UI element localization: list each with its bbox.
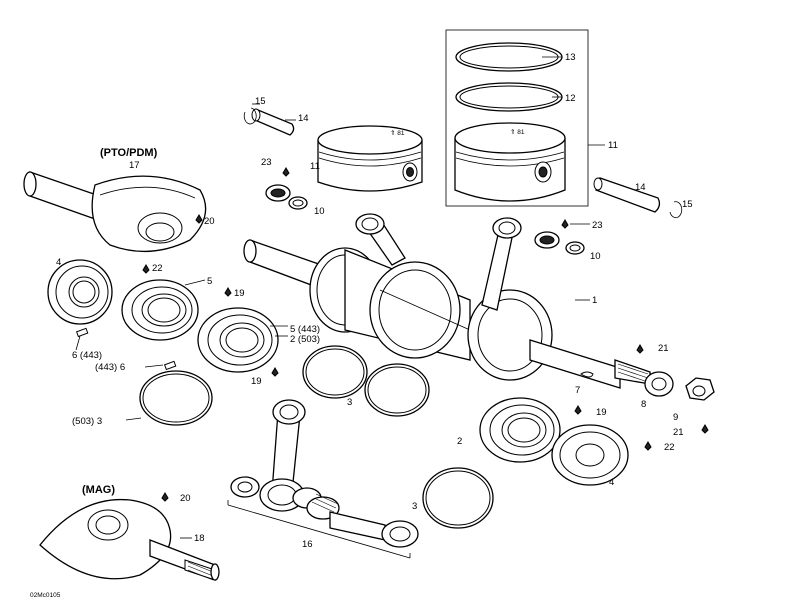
callout-5-left: 5 xyxy=(207,276,212,287)
needle-bearing-left xyxy=(265,184,308,210)
callout-2-right: 2 xyxy=(457,436,462,447)
image-code: 02Mc0105 xyxy=(30,592,61,599)
piston-pin-left xyxy=(251,108,295,136)
callout-3-mid: 3 xyxy=(347,397,352,408)
callout-4-right: 4 xyxy=(609,477,614,488)
conrod-upper-left xyxy=(355,213,406,266)
mag-header: (MAG) xyxy=(82,484,115,496)
callout-22-right: 22 xyxy=(664,442,675,453)
callout-23-right: 23 xyxy=(592,220,603,231)
callout-22-left: 22 xyxy=(152,263,163,274)
ball-bearing-mid xyxy=(197,307,279,373)
circlip-right xyxy=(669,201,683,219)
circlip-left xyxy=(243,107,257,125)
callout-3-low: 3 xyxy=(412,501,417,512)
callout-9: 9 xyxy=(673,412,678,423)
callout-17: 17 xyxy=(129,160,140,171)
sealant-drop-icon xyxy=(561,219,569,229)
callout-12: 12 xyxy=(565,93,576,104)
pto-crank-half xyxy=(23,171,207,253)
callout-1: 1 xyxy=(592,295,597,306)
sealant-drop-icon xyxy=(636,344,644,354)
crankshaft xyxy=(243,239,651,389)
ball-bearing-right xyxy=(479,397,561,463)
callout-23-top: 23 xyxy=(261,157,272,168)
conrod-upper-right xyxy=(481,217,522,311)
callout-15-top: 15 xyxy=(255,96,266,107)
callout-10-right: 10 xyxy=(590,251,601,262)
dowel-pin xyxy=(75,327,89,338)
mag-crank-half xyxy=(39,498,220,581)
callout-10-left: 10 xyxy=(314,206,325,217)
svg-text:⇑ 81: ⇑ 81 xyxy=(510,128,525,136)
sealant-drop-icon xyxy=(282,167,290,177)
sealant-drop-icon xyxy=(224,287,232,297)
callout-21-bot: 21 xyxy=(673,427,684,438)
callout-503-3: (503) 3 xyxy=(72,416,102,427)
oil-seal-right xyxy=(551,424,629,486)
sealant-drop-icon xyxy=(644,441,652,451)
callout-21-top: 21 xyxy=(658,343,669,354)
callout-14-top: 14 xyxy=(298,113,309,124)
svg-text:⇑ 81: ⇑ 81 xyxy=(390,129,405,137)
callout-7: 7 xyxy=(575,385,580,396)
callout-8: 8 xyxy=(641,399,646,410)
sealant-drop-icon xyxy=(195,214,203,224)
callout-19-mid: 19 xyxy=(251,376,262,387)
sealant-drop-icon xyxy=(574,405,582,415)
callout-5-443: 5 (443) xyxy=(290,324,320,335)
conrod-kit xyxy=(230,399,419,548)
callout-19-right: 19 xyxy=(596,407,607,418)
dowel-pin xyxy=(163,360,177,371)
sealant-drop-icon xyxy=(701,424,709,434)
callout-2-503: 2 (503) xyxy=(290,334,320,345)
callout-4-left: 4 xyxy=(56,257,61,268)
needle-bearing-right xyxy=(534,231,585,255)
callout-15-right: 15 xyxy=(682,199,693,210)
woodruff-key xyxy=(580,371,594,378)
callout-11-box: 11 xyxy=(608,140,618,151)
sealant-drop-icon xyxy=(142,264,150,274)
piston-left-drawing: ⇑ 81 xyxy=(317,125,423,192)
ball-bearing-left xyxy=(121,279,199,341)
callout-6-443: 6 (443) xyxy=(72,350,102,361)
callout-20-bot: 20 xyxy=(180,493,191,504)
sealant-drop-icon xyxy=(161,492,169,502)
sealant-drop-icon xyxy=(271,367,279,377)
callout-11-left: 11 xyxy=(310,161,320,172)
callout-14-right: 14 xyxy=(635,182,646,193)
callout-16: 16 xyxy=(302,539,313,550)
pto-header: (PTO/PDM) xyxy=(100,147,158,159)
callout-443-6: (443) 6 xyxy=(95,362,125,373)
oil-seal-left xyxy=(47,259,113,325)
callout-13: 13 xyxy=(565,52,576,63)
callout-18: 18 xyxy=(194,533,205,544)
piston-pin-right xyxy=(593,177,661,213)
callout-20-top: 20 xyxy=(204,216,215,227)
callout-19-left: 19 xyxy=(234,288,245,299)
